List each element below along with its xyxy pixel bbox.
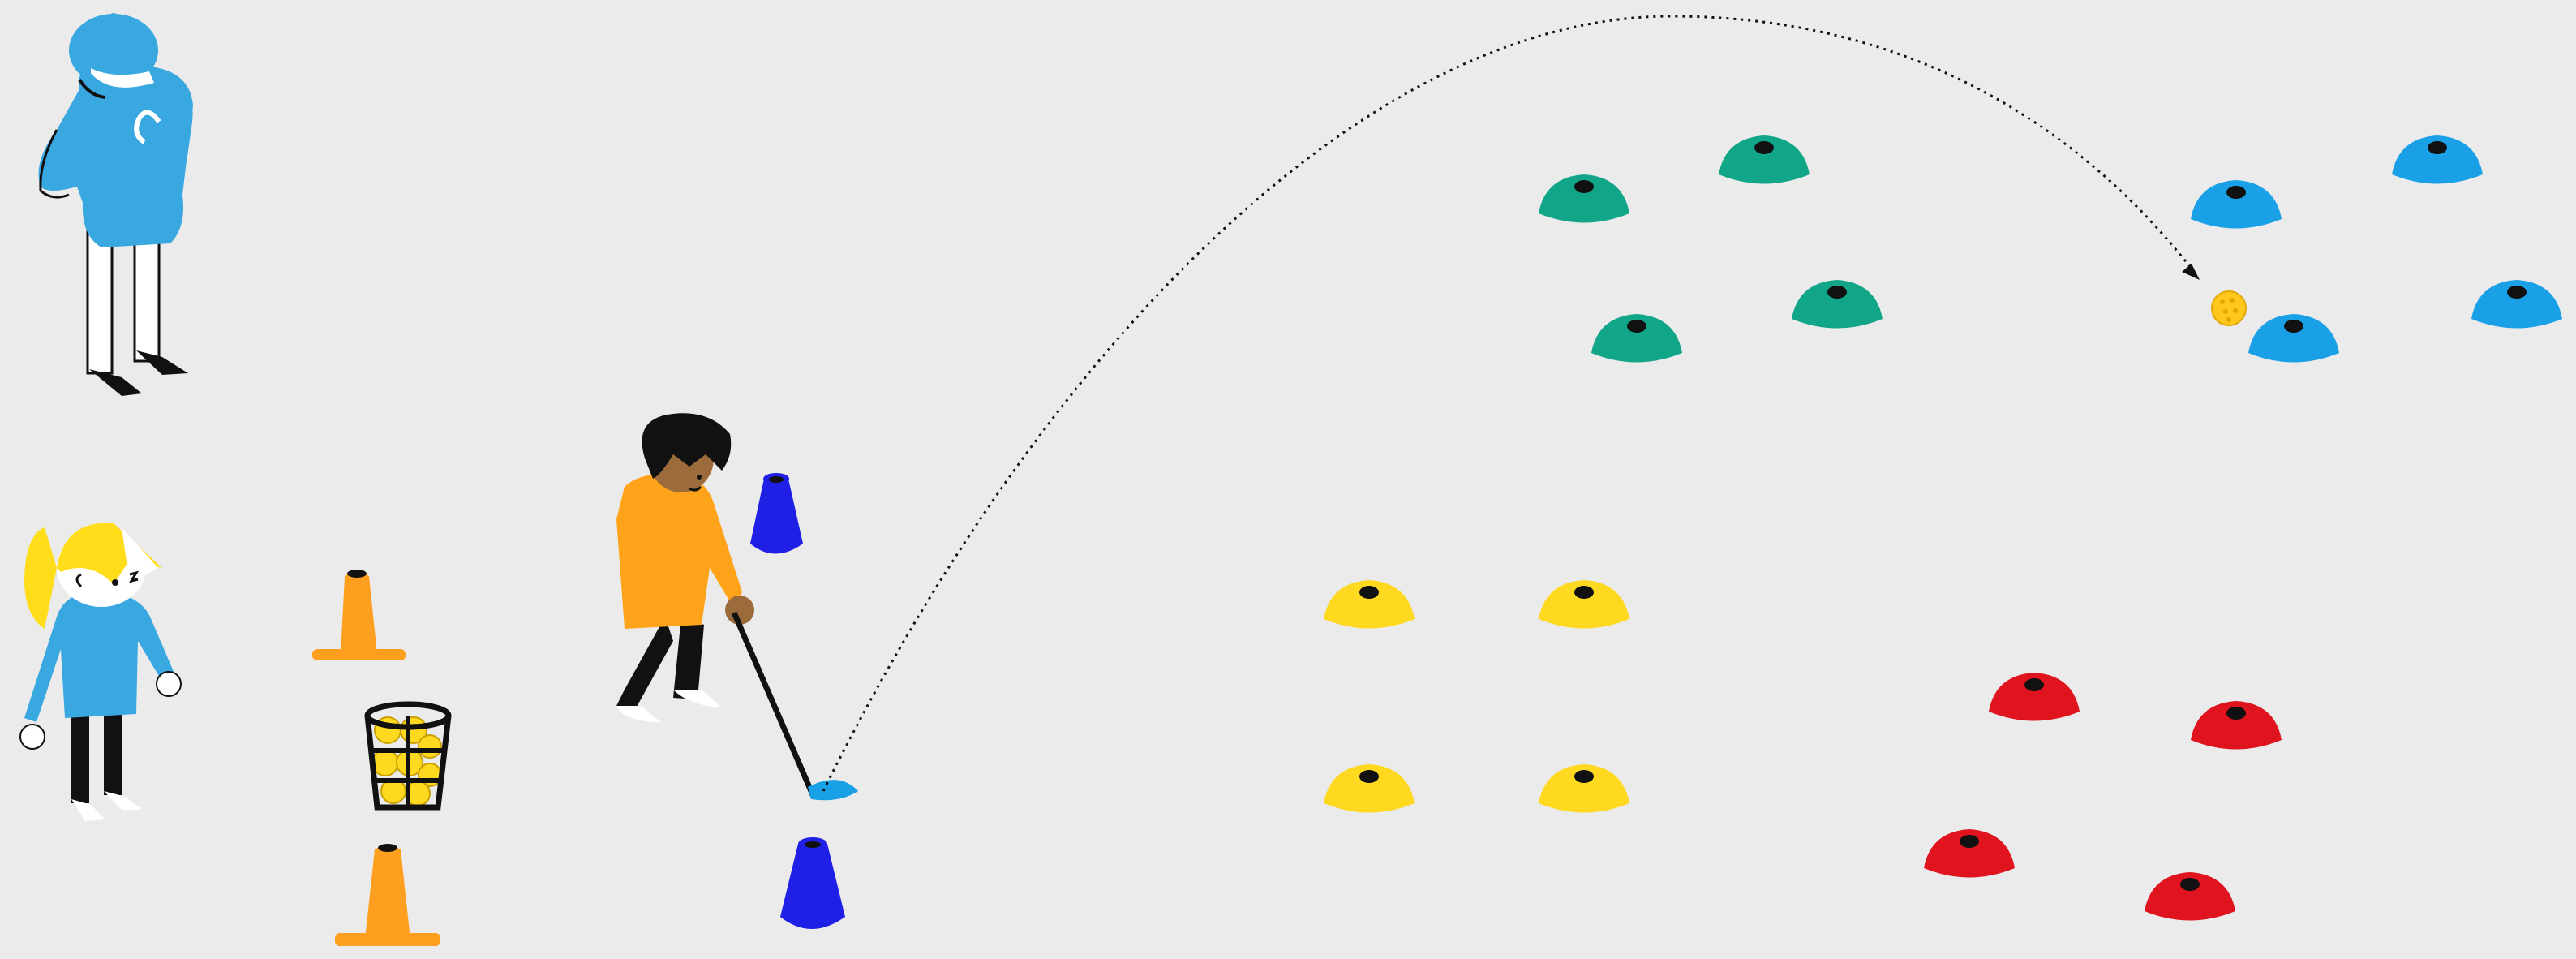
yellow-marker-cone-icon (1324, 580, 1415, 629)
green-marker-cone-icon (1539, 174, 1629, 223)
yellow-marker-cone-icon (1539, 580, 1629, 629)
basket-of-balls-icon (364, 701, 452, 811)
orange-cone-icon (312, 570, 406, 660)
target-markers (1324, 135, 2562, 921)
light-blue-marker-cone-icon (2191, 180, 2282, 229)
light-blue-marker-cone-icon (2392, 135, 2483, 184)
green-marker-cone-icon (1591, 314, 1682, 363)
yellow-marker-cone-icon (1324, 764, 1415, 813)
blue-cone-icon (780, 837, 845, 929)
blue-cone-icon (750, 473, 803, 554)
light-blue-marker-cone-icon (2248, 314, 2339, 363)
green-marker-cone-icon (1719, 135, 1810, 184)
golfer-figure-icon (616, 413, 858, 801)
red-marker-cone-icon (1989, 673, 2080, 721)
red-marker-cone-icon (2145, 872, 2235, 921)
coach-figure-icon (38, 13, 193, 396)
yellow-marker-cone-icon (1539, 764, 1629, 813)
red-marker-cone-icon (2191, 701, 2282, 750)
ball-icon (2211, 290, 2247, 326)
assistant-coach-figure-icon (19, 523, 182, 821)
light-blue-marker-cone-icon (2471, 280, 2562, 329)
red-marker-cone-icon (1924, 829, 2015, 878)
shot-path-arrow-icon (822, 15, 2200, 792)
green-marker-cone-icon (1792, 280, 1883, 329)
orange-cone-icon (335, 844, 440, 946)
